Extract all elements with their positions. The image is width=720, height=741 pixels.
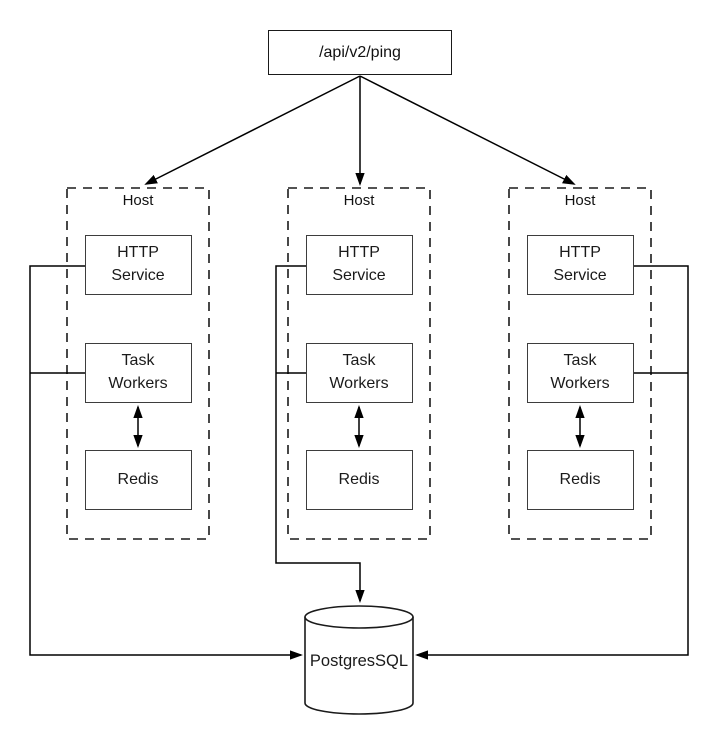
api-endpoint-box: /api/v2/ping (268, 30, 452, 75)
right-rail-to-database (415, 265, 689, 660)
host-label: Host (564, 192, 596, 209)
task-workers-label: Task Workers (550, 352, 610, 392)
task-workers-box: Task Workers (84, 343, 192, 403)
http-service-box: HTTP Service (84, 235, 192, 295)
task-workers-label: Task Workers (108, 352, 168, 392)
http-service-label: HTTP Service (332, 244, 386, 284)
task-workers-box: Task Workers (305, 343, 413, 403)
database-label: PostgresSQL (309, 652, 409, 670)
database-cylinder-icon (304, 605, 414, 715)
task-workers-box: Task Workers (526, 343, 634, 403)
redis-box: Redis (84, 450, 192, 510)
redis-box: Redis (305, 450, 413, 510)
fanout-arrows (144, 75, 576, 186)
redis-label: Redis (117, 470, 159, 488)
host-box-3: Host HTTP Service Task Workers Redis (509, 188, 651, 539)
http-service-label: HTTP Service (111, 244, 165, 284)
redis-label: Redis (338, 470, 380, 488)
host-box-2: Host HTTP Service Task Workers Redis (288, 188, 430, 539)
http-service-label: HTTP Service (553, 244, 607, 284)
host-label: Host (343, 192, 375, 209)
host-box-1: Host HTTP Service Task Workers Redis (67, 188, 209, 539)
redis-box: Redis (526, 450, 634, 510)
host-dashed-borders (66, 187, 652, 540)
task-workers-label: Task Workers (329, 352, 389, 392)
middle-rail-to-database (275, 265, 365, 603)
workers-redis-arrows (133, 405, 585, 448)
api-endpoint-label: /api/v2/ping (319, 43, 401, 61)
redis-label: Redis (559, 470, 601, 488)
host-label: Host (122, 192, 154, 209)
left-rail-to-database (29, 265, 303, 660)
http-service-box: HTTP Service (526, 235, 634, 295)
http-service-box: HTTP Service (305, 235, 413, 295)
